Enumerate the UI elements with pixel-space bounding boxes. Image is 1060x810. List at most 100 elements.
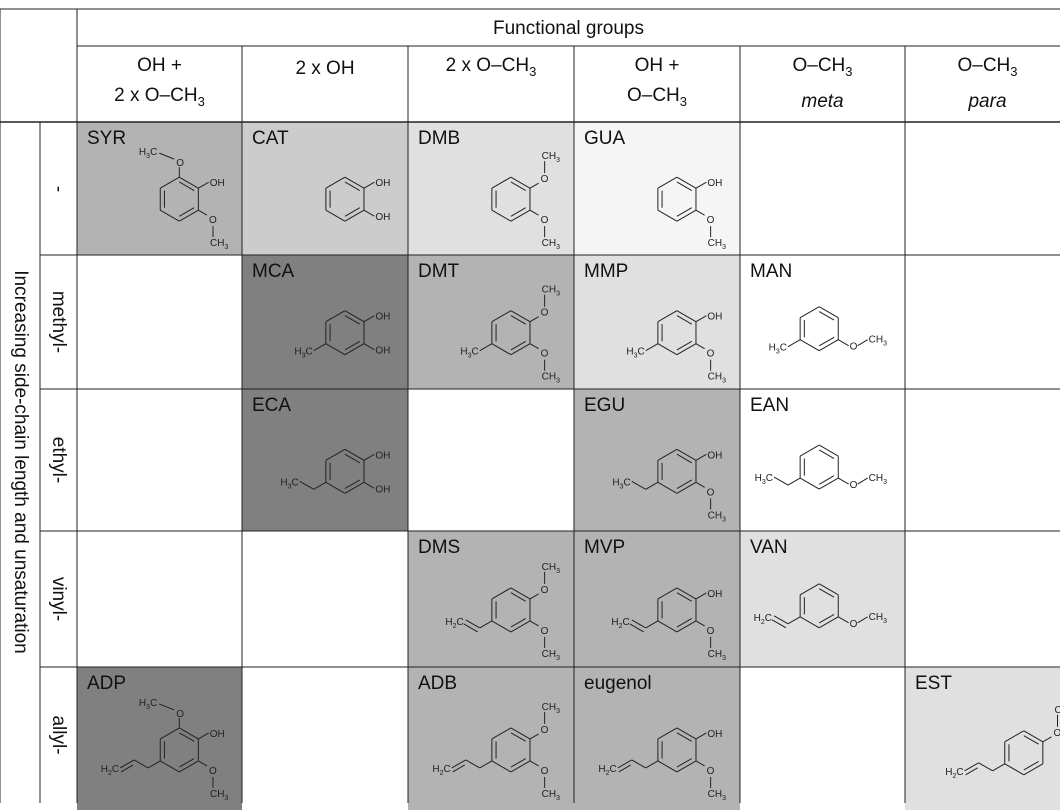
svg-text:O: O [707,766,715,777]
compound-abbreviation: VAN [750,537,788,558]
svg-text:CH3: CH3 [708,372,726,385]
functional-groups-title: Functional groups [492,18,645,39]
svg-text:OH: OH [707,312,722,323]
column-header-line2: para [968,90,1007,112]
svg-text:OH: OH [707,729,722,740]
svg-text:CH3: CH3 [708,238,726,251]
svg-text:OH: OH [375,346,390,357]
column-header-line1: O–CH3 [792,55,853,79]
column-header-2: 2 x OH [242,48,408,120]
column-header-1: OH +2 x O–CH3 [77,48,242,120]
svg-text:O: O [850,480,858,491]
svg-text:CH3: CH3 [542,649,560,662]
svg-text:CH3: CH3 [869,612,887,625]
svg-text:O: O [707,215,715,226]
row-label-3: ethyl- [48,436,69,484]
svg-text:OH: OH [375,212,390,223]
svg-text:H3C: H3C [139,147,157,160]
svg-text:O: O [209,766,217,777]
svg-text:H2C: H2C [101,764,119,777]
svg-text:O: O [541,766,549,777]
compound-abbreviation: CAT [252,128,289,149]
compound-abbreviation: MVP [584,537,626,558]
svg-text:O: O [707,487,715,498]
svg-text:O: O [541,725,549,736]
compound-abbreviation: SYR [87,128,127,149]
svg-text:CH3: CH3 [210,789,228,802]
svg-text:O: O [176,709,184,720]
svg-text:OH: OH [375,178,390,189]
svg-text:H3C: H3C [626,347,644,360]
svg-text:H2C: H2C [432,764,450,777]
column-header-line1: O–CH3 [957,55,1018,79]
column-header-5: O–CH3 meta [740,48,905,120]
column-header-line2: 2 x O–CH3 [114,85,205,109]
svg-text:O: O [209,215,217,226]
svg-text:H2C: H2C [445,617,463,630]
column-header-3: 2 x O–CH3 [408,48,574,120]
svg-text:O: O [707,626,715,637]
svg-text:O: O [707,349,715,360]
column-header-line2 [322,84,327,114]
svg-text:CH3: CH3 [1055,705,1060,718]
compound-cell-cat: CAT OH OH [242,122,408,255]
svg-text:OH: OH [210,178,225,189]
svg-text:O: O [541,626,549,637]
compound-abbreviation: ECA [252,395,292,416]
svg-text:CH3: CH3 [869,473,887,486]
svg-text:O: O [541,308,549,319]
svg-text:H2C: H2C [945,767,963,780]
column-header-line1: 2 x O–CH3 [445,55,537,79]
compound-abbreviation: DMT [418,261,460,282]
compound-abbreviation: MAN [750,261,793,282]
svg-text:CH3: CH3 [708,510,726,523]
column-header-6: O–CH3 para [905,48,1060,120]
svg-text:H3C: H3C [460,347,478,360]
svg-text:OH: OH [375,450,390,461]
svg-text:CH3: CH3 [542,789,560,802]
compound-abbreviation: DMB [418,128,461,149]
svg-text:CH3: CH3 [542,238,560,251]
svg-text:CH3: CH3 [869,335,887,348]
compound-abbreviation: EST [915,673,952,694]
svg-text:CH3: CH3 [542,285,560,298]
svg-text:O: O [850,619,858,630]
compound-abbreviation: EAN [750,395,790,416]
svg-text:CH3: CH3 [210,238,228,251]
molecule-structure-icon: OH O CH3 H3C [626,310,726,385]
compound-abbreviation: ADP [87,673,127,694]
column-header-line1: 2 x OH [295,58,355,79]
column-header-line2: O–CH3 [626,85,688,109]
column-header-line2: meta [801,90,844,112]
svg-text:H3C: H3C [769,343,787,356]
compound-abbreviation: DMS [418,537,461,558]
svg-text:OH: OH [375,312,390,323]
column-header-line1: OH + [634,55,680,77]
